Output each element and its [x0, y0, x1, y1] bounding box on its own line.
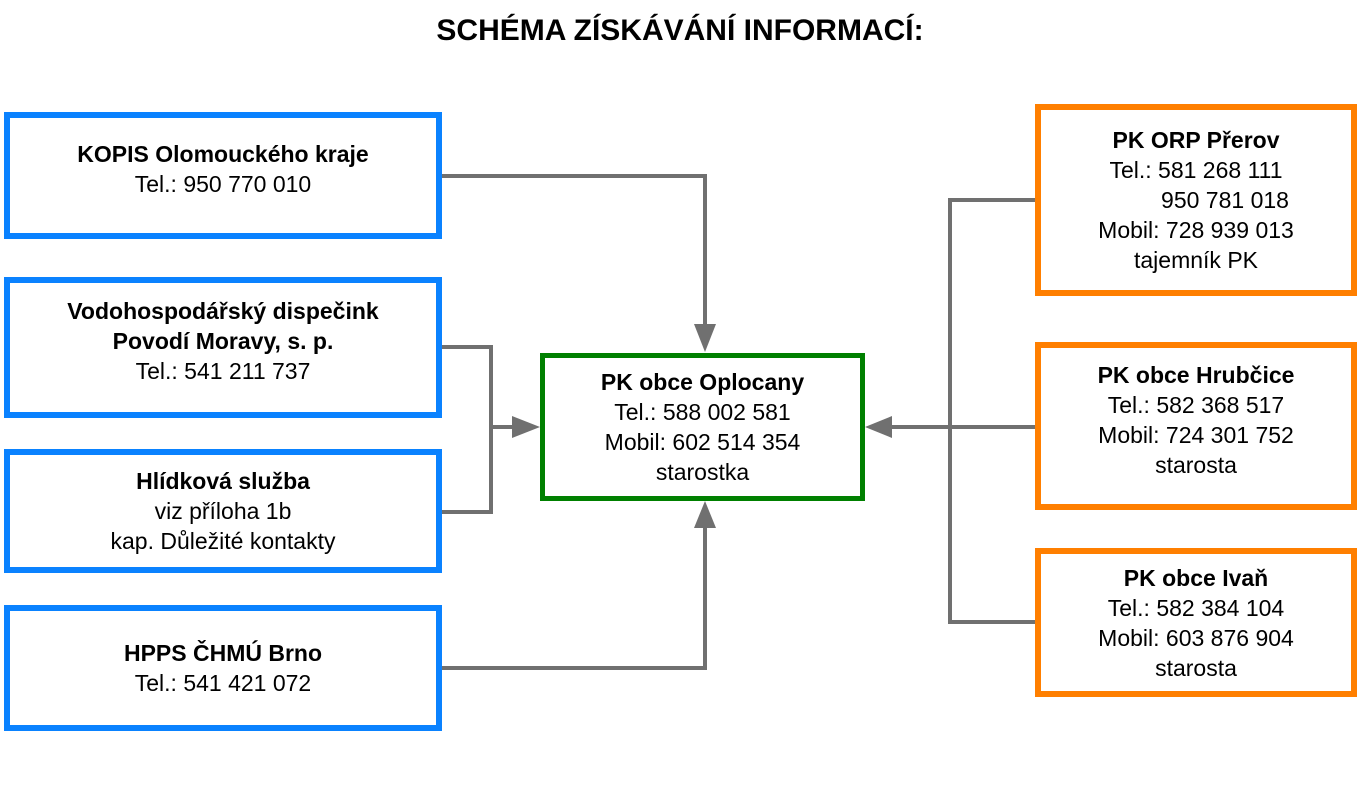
box-phone-2: 950 781 018 — [1161, 187, 1289, 213]
arrow-head-top — [694, 324, 716, 352]
box-title: PK obce Ivaň — [1123, 564, 1269, 591]
box-title-line2: Povodí Moravy, s. p. — [112, 327, 334, 354]
diagram-title: SCHÉMA ZÍSKÁVÁNÍ INFORMACÍ: — [436, 14, 924, 47]
box-hlidkova-sluzba: Hlídková služba viz příloha 1b kap. Důle… — [4, 449, 442, 573]
box-phone: Tel.: 541 211 737 — [135, 357, 311, 384]
box-pk-hrubcice: PK obce Hrubčice Tel.: 582 368 517 Mobil… — [1035, 342, 1357, 510]
box-role: tajemník PK — [1134, 247, 1258, 273]
box-vodohospodarsky-dispecink: Vodohospodářský dispečink Povodí Moravy,… — [4, 277, 442, 418]
box-kopis: KOPIS Olomouckého kraje Tel.: 950 770 01… — [4, 112, 442, 239]
box-mobile: Mobil: 728 939 013 — [1098, 217, 1294, 243]
box-role: starostka — [655, 459, 750, 485]
box-title: Hlídková služba — [136, 468, 310, 494]
box-mobile: Mobil: 724 301 752 — [1098, 422, 1294, 448]
box-hpps-chmu: HPPS ČHMÚ Brno Tel.: 541 421 072 — [4, 605, 442, 731]
box-mobile: Mobil: 602 514 354 — [604, 429, 801, 455]
box-title: HPPS ČHMÚ Brno — [123, 640, 323, 666]
connector-vodo-hlidkova — [442, 345, 493, 514]
box-title: PK obce Oplocany — [600, 369, 805, 395]
arrow-head-bottom — [694, 501, 716, 528]
box-phone: Tel.: 950 770 010 — [134, 170, 312, 197]
box-pk-ivan: PK obce Ivaň Tel.: 582 384 104 Mobil: 60… — [1035, 548, 1357, 697]
box-phone: Tel.: 582 368 517 — [1107, 392, 1285, 418]
box-phone: Tel.: 588 002 581 — [614, 399, 791, 425]
box-phone: Tel.: 582 384 104 — [1107, 594, 1285, 621]
box-role: starosta — [1155, 654, 1237, 681]
box-pk-orp-prerov: PK ORP Přerov Tel.: 581 268 111 950 781 … — [1035, 104, 1357, 296]
box-mobile: Mobil: 603 876 904 — [1098, 624, 1294, 651]
connector-kopis — [442, 174, 707, 330]
box-center-pk-oplocany: PK obce Oplocany Tel.: 588 002 581 Mobil… — [540, 353, 865, 501]
box-role: starosta — [1155, 452, 1237, 478]
box-phone: Tel.: 581 268 111 — [1109, 157, 1283, 183]
box-line: kap. Důležité kontakty — [110, 528, 336, 554]
box-phone: Tel.: 541 421 072 — [134, 670, 312, 696]
box-title: Vodohospodářský dispečink — [67, 297, 379, 324]
box-title: KOPIS Olomouckého kraje — [77, 140, 369, 167]
arrow-head-right — [865, 416, 892, 438]
box-line: viz příloha 1b — [154, 498, 292, 524]
box-title: PK obce Hrubčice — [1097, 362, 1295, 388]
box-title: PK ORP Přerov — [1112, 127, 1280, 153]
arrow-head-left — [512, 416, 540, 438]
connector-right-bus — [948, 198, 1035, 624]
connector-hpps — [442, 526, 707, 670]
